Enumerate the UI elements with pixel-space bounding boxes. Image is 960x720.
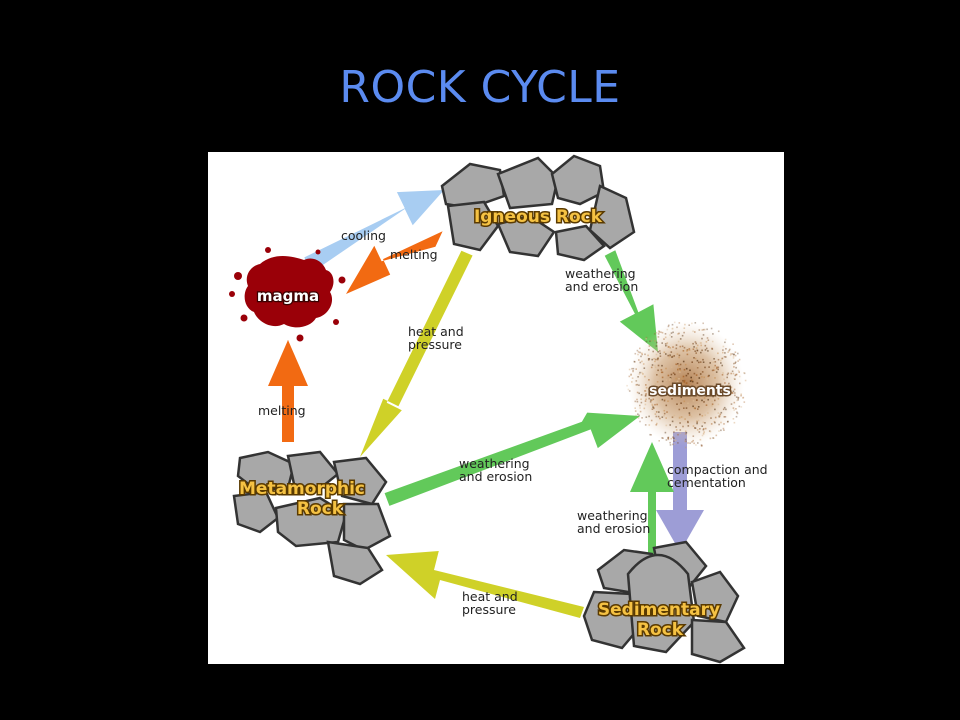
melting-label-left: melting [258, 403, 306, 418]
weathering-label-sedimentary-1: weathering [577, 508, 648, 523]
sedimentary-rock-label-line2: Rock [637, 620, 684, 640]
sedimentary-rock-pile [582, 540, 746, 664]
weathering-label-metamorphic-1: weathering [459, 456, 530, 471]
sediments-label: sediments [649, 383, 731, 399]
sediments-cloud [626, 321, 747, 449]
metamorphic-rock-pile [232, 450, 392, 586]
igneous-rock-pile [440, 154, 636, 262]
compaction-label-2: cementation [667, 475, 746, 490]
metamorphic-rock-label-line2: Rock [297, 499, 344, 519]
melting-arrow-top [346, 231, 443, 294]
weathering-arrow-sedimentary [630, 442, 674, 557]
cooling-arrow [304, 190, 444, 273]
slide-title: ROCK CYCLE [339, 62, 621, 113]
metamorphic-rock-label-line1: Metamorphic [239, 479, 365, 499]
weathering-label-metamorphic-2: and erosion [459, 469, 532, 484]
igneous-rock-label: Igneous Rock [474, 207, 603, 227]
weathering-label-igneous-1: weathering [565, 266, 636, 281]
compaction-label-1: compaction and [667, 462, 768, 477]
weathering-label-igneous-2: and erosion [565, 279, 638, 294]
heat-pressure-label-igneous-2: pressure [408, 337, 462, 352]
weathering-arrow-metamorphic [384, 412, 640, 506]
rock-cycle-diagram: Igneous Rock magma sediments Metamorphic… [208, 152, 784, 664]
heat-pressure-label-sedimentary-2: pressure [462, 602, 516, 617]
compaction-arrow [656, 432, 704, 552]
magma-label: magma [257, 287, 319, 305]
magma-splat [229, 247, 346, 342]
melting-label-top: melting [390, 247, 438, 262]
heat-pressure-arrow-sedimentary [386, 551, 584, 618]
heat-pressure-label-sedimentary-1: heat and [462, 589, 518, 604]
heat-pressure-label-igneous-1: heat and [408, 324, 464, 339]
weathering-arrow-igneous [604, 250, 658, 352]
cooling-label: cooling [341, 228, 386, 243]
diagram-canvas: Igneous Rock magma sediments Metamorphic… [229, 154, 768, 664]
sedimentary-rock-label-line1: Sedimentary [598, 600, 720, 620]
heat-pressure-arrow-igneous [360, 250, 473, 457]
weathering-label-sedimentary-2: and erosion [577, 521, 650, 536]
melting-arrow-left-head [268, 340, 308, 386]
